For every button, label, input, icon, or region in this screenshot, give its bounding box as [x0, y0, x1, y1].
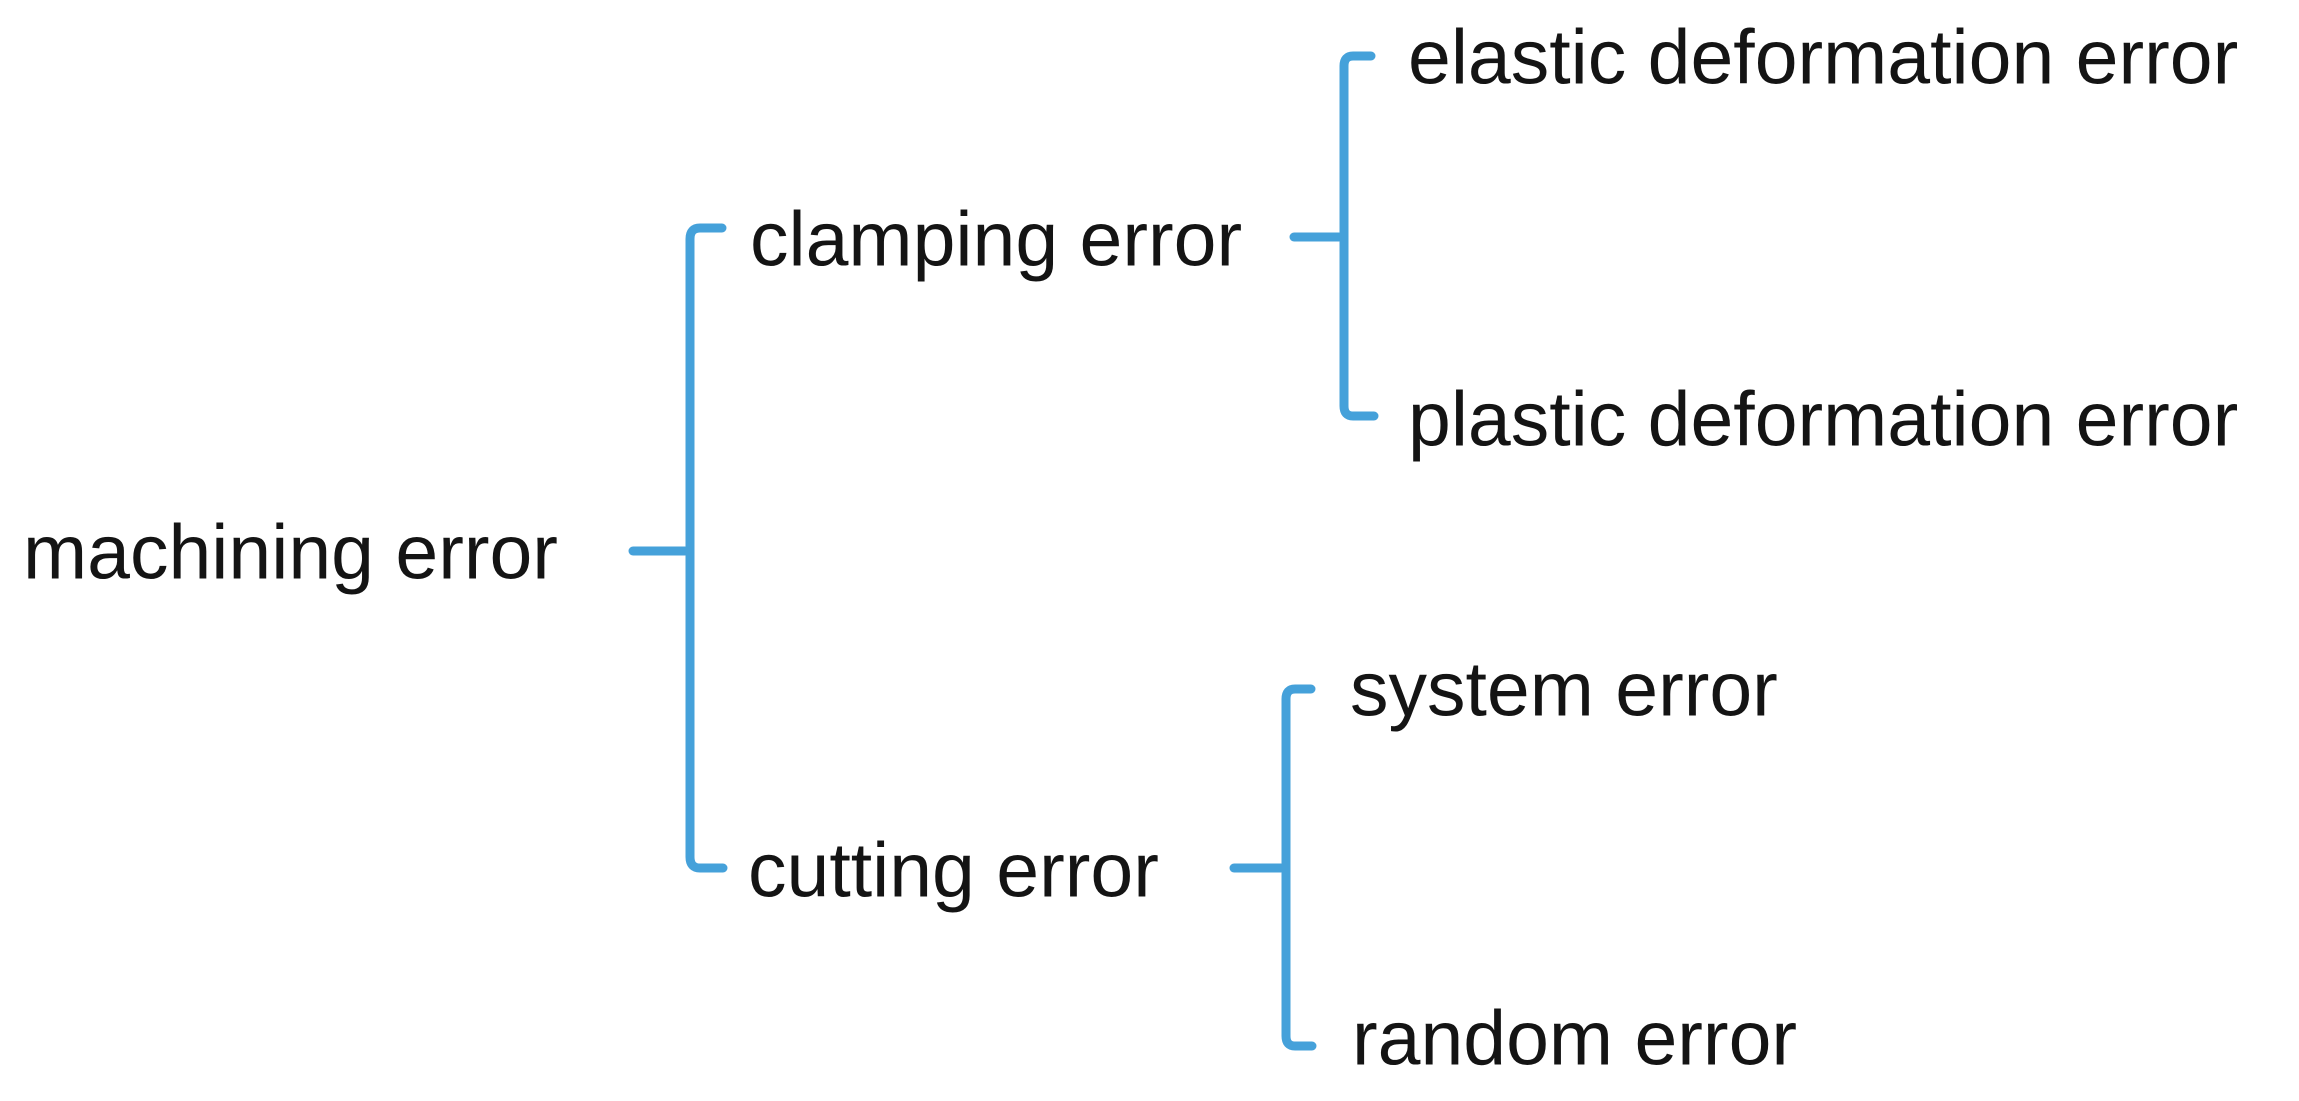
node-random-error: random error — [1352, 995, 1798, 1082]
node-elastic-deformation-error: elastic deformation error — [1408, 14, 2239, 101]
node-machining-error: machining error — [23, 509, 558, 596]
bracket-clamping-children — [1339, 51, 1379, 421]
node-cutting-error: cutting error — [748, 827, 1159, 914]
bracket-main — [685, 223, 728, 873]
node-clamping-error: clamping error — [750, 196, 1243, 283]
bracket-cutting-children — [1281, 684, 1317, 1051]
node-system-error: system error — [1350, 646, 1778, 733]
node-plastic-deformation-error: plastic deformation error — [1408, 376, 2239, 463]
